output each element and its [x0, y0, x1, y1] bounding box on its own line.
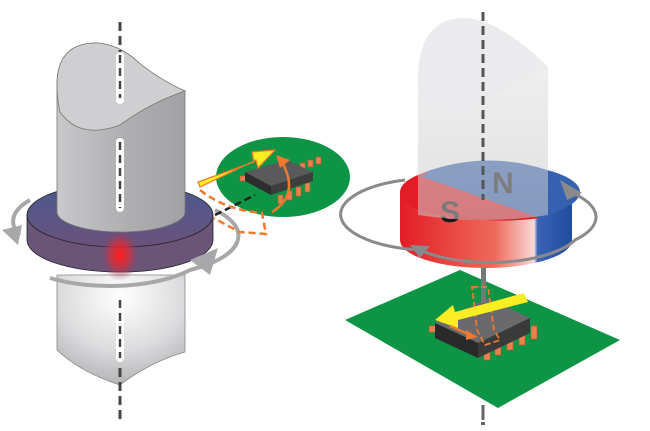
rotation-arrow-right	[339, 178, 598, 265]
field-vector-arrow-left	[197, 149, 277, 188]
sensor-ic-left	[239, 156, 322, 205]
sensor-ic-right	[428, 298, 538, 361]
angle-arc-right	[449, 324, 478, 340]
field-vector-arrow-right	[435, 293, 528, 328]
field-hotspot	[100, 229, 140, 281]
shaft-axis-left	[116, 22, 124, 420]
right-panel-on-axis: N S	[339, 12, 620, 425]
rotation-arrow-left	[2, 198, 241, 288]
sensing-region-outline-right	[470, 286, 502, 347]
angle-arc-left	[271, 155, 291, 214]
sensing-region-outline	[199, 189, 268, 236]
sensor-link-dashed	[214, 193, 256, 217]
left-panel-off-axis	[2, 22, 350, 420]
